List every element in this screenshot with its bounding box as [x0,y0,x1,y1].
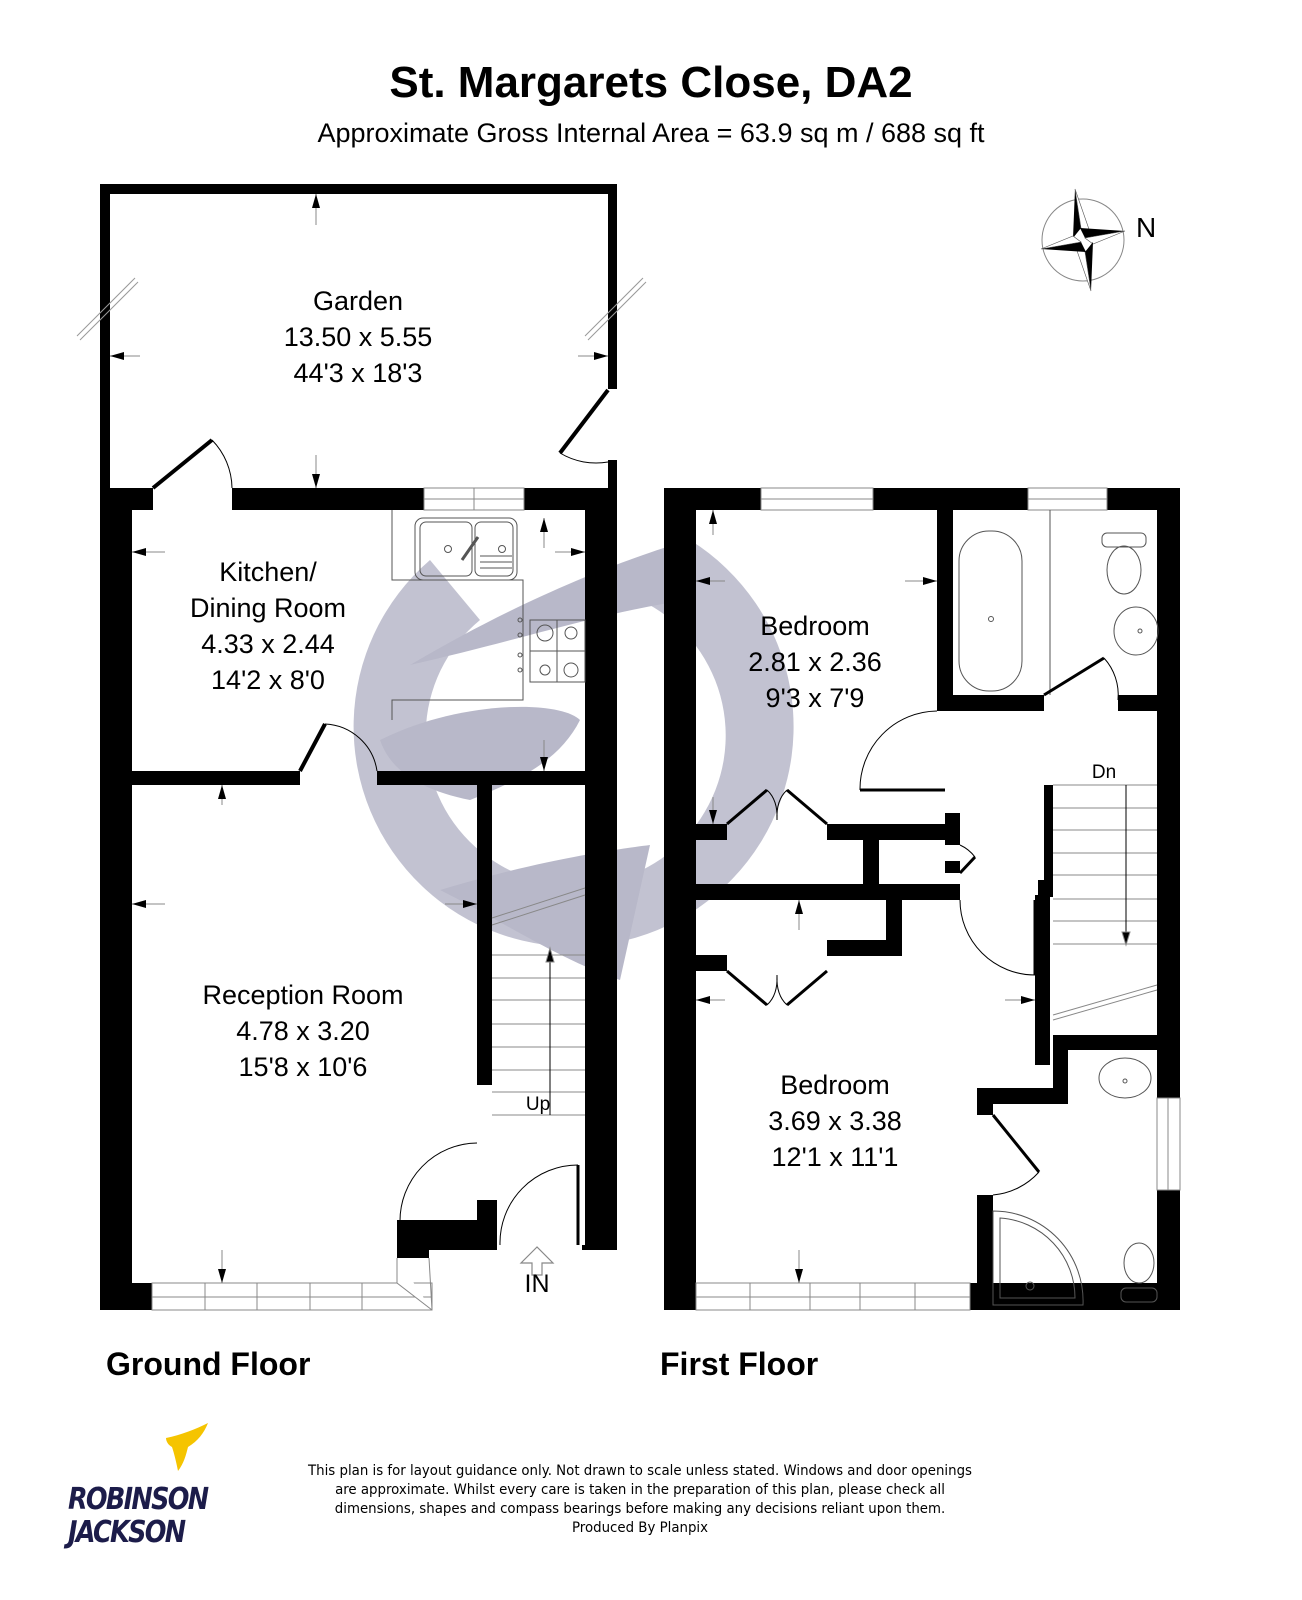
kitchen-window-icon [423,487,525,511]
basin-icon [1113,606,1159,656]
garden-outline [100,184,617,494]
room-dimensions-metric: 4.78 x 3.20 [236,1016,370,1046]
disclaimer-text: This plan is for layout guidance only. N… [300,1462,981,1538]
room-dimensions-imperial: 14'2 x 8'0 [211,665,325,695]
room-dimensions-metric: 13.50 x 5.55 [283,322,433,352]
room-dimensions-imperial: 12'1 x 11'1 [771,1142,899,1172]
reception-bay-window-icon [151,1257,433,1311]
room-dimensions-imperial: 9'3 x 7'9 [765,683,865,713]
room-dimensions-metric: 3.69 x 3.38 [768,1106,902,1136]
room-label-bedroom-2: Bedroom 3.69 x 3.38 12'1 x 11'1 [768,1067,902,1175]
ensuite-door-icon [991,1114,1041,1196]
disclaimer-line: are approximate. Whilst every care is ta… [335,1482,945,1498]
room-name-line2: Dining Room [189,593,347,623]
bathroom-door-icon [1043,656,1119,701]
kitchen-fittings [391,510,586,720]
room-name: Kitchen/ [219,557,317,587]
toilet-icon [1123,1242,1155,1284]
first-floor-stairs-icon [1052,784,1158,1021]
front-door-icon [399,1142,580,1246]
first-floor-label: First Floor [660,1346,819,1382]
garden-boundary-break-icon [76,277,647,341]
room-label-garden: Garden 13.50 x 5.55 44'3 x 18'3 [284,283,433,391]
room-dimensions-metric: 2.81 x 2.36 [748,647,882,677]
first-floor-walls [664,488,1180,1310]
watermark-logo-icon [353,540,794,980]
room-name: Bedroom [760,611,870,641]
ground-floor-label: Ground Floor [106,1346,311,1382]
wardrobe-doors [726,788,828,1007]
gross-area-subtitle: Approximate Gross Internal Area = 63.9 s… [317,118,985,148]
room-name: Garden [312,286,404,316]
logo-text-line1: ROBINSON [68,1482,209,1517]
disclaimer-line: This plan is for layout guidance only. N… [307,1463,973,1479]
room-dimensions-imperial: 15'8 x 10'6 [238,1052,368,1082]
garden-door-icon [151,388,610,490]
basin-icon [1098,1057,1152,1099]
plan-title: St. Margarets Close, DA2 [389,58,913,107]
room-label-kitchen-dining: Kitchen/ Dining Room 4.33 x 2.44 14'2 x … [190,554,346,698]
stairs-up-label: Up [525,1094,551,1115]
room-name: Bedroom [780,1070,890,1100]
logo-text-line2: JACKSON [68,1515,186,1550]
compass-north-label: N [1136,212,1157,243]
entrance-arrow-icon [519,1246,555,1276]
agency-logo: ROBINSON JACKSON [68,1483,228,1549]
ensuite-fittings [992,1057,1158,1306]
kitchen-door-icon [298,723,378,772]
toilet-icon [1101,532,1147,548]
shower-tray-icon [992,1210,1084,1306]
room-label-bedroom-1: Bedroom 2.81 x 2.36 9'3 x 7'9 [748,608,882,716]
landing-doors [859,710,1037,976]
ground-floor-walls [100,488,617,1310]
room-name: Reception Room [202,980,404,1010]
disclaimer-line: dimensions, shapes and compass bearings … [334,1501,946,1517]
sink-icon [414,517,518,581]
first-floor-windows [695,487,1181,1311]
room-dimensions-imperial: 44'3 x 18'3 [293,358,423,388]
room-label-reception: Reception Room 4.78 x 3.20 15'8 x 10'6 [202,977,403,1085]
dimension-arrows [110,194,1035,1283]
stairs-down-label: Dn [1091,762,1117,783]
bathroom-fittings [958,510,1159,695]
room-dimensions-metric: 4.33 x 2.44 [201,629,335,659]
entrance-label: IN [524,1270,550,1298]
compass-rose-icon [1040,188,1126,292]
logo-swallow-icon [166,1423,208,1471]
ground-stairs-icon [491,887,586,1116]
producer-credit: Produced By Planpix [571,1520,709,1536]
bath-icon [958,530,1023,692]
